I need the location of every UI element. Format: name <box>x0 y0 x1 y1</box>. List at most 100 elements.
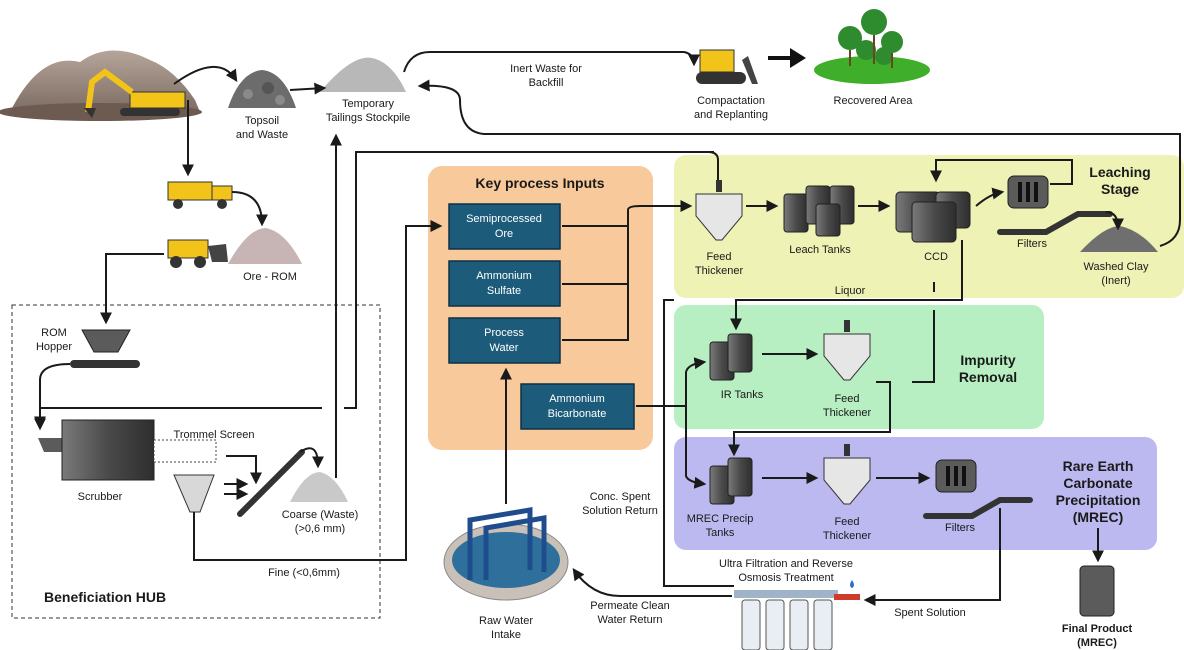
permeate-return-arrow <box>572 568 732 597</box>
thickener-to-mrec-arrow <box>728 381 891 457</box>
leach-filters-label: Filters <box>1017 238 1047 250</box>
spent-solution-arrow <box>863 508 1001 606</box>
filters-return-arrow <box>930 159 1073 185</box>
ccd-to-ir-arrow <box>730 240 963 331</box>
coarse-label: Coarse (Waste)(>0,6 mm) <box>282 509 359 535</box>
leach-tanks-label: Leach Tanks <box>789 244 851 256</box>
bicarb-to-mrec-arrow <box>685 406 707 489</box>
feed-thickener-ir-icon <box>823 320 871 381</box>
hopper-to-scrubber-arrow <box>34 363 71 431</box>
rom-pile-icon <box>228 228 302 264</box>
to-recovered-arrow <box>768 48 806 68</box>
washed-clay-pile-icon <box>1080 226 1158 252</box>
mrec-tanks-icon <box>709 457 753 505</box>
leach-filters-conveyor-icon <box>997 211 1113 235</box>
feed-thickener-mrec-icon <box>823 444 871 505</box>
mine-to-topsoil-arrow <box>173 65 238 85</box>
beneficiation-hub-frame <box>11 304 381 619</box>
ccd-icon <box>895 191 971 243</box>
conc-spent-return-arrow <box>663 398 734 587</box>
dump-truck-icon <box>167 181 233 209</box>
flow-arrows <box>34 51 1181 606</box>
ccd-label: CCD <box>924 251 948 263</box>
washed-clay-label: Washed Clay(Inert) <box>1083 261 1149 287</box>
trommel-label: Trommel Screen <box>174 429 255 441</box>
coarse-pile-icon <box>290 472 348 502</box>
liquor-label: Liquor <box>835 285 866 297</box>
ro-filtration-unit-icon <box>734 580 860 650</box>
trommel-screen-icon <box>153 439 217 463</box>
key-inputs-title: Key process Inputs <box>475 175 604 191</box>
leach-tanks-icon <box>783 185 855 237</box>
cyclone-icon <box>173 474 215 513</box>
excavator-icon <box>84 68 186 118</box>
ir-feed-return-arrow <box>912 310 935 383</box>
conveyor-to-coarse-arrow <box>299 447 324 469</box>
mrec-filters-label: Filters <box>945 522 975 534</box>
clay-to-stockpile-arrow <box>417 79 1181 247</box>
final-product-label: Final Product(MREC) <box>1062 623 1133 649</box>
rom-hopper-icon <box>70 329 140 368</box>
truck-to-loader-arrow <box>231 191 268 227</box>
liquor-return-arrow <box>663 299 674 406</box>
feed-thickener-leach-icon <box>695 180 743 241</box>
topsoil-pile-icon <box>228 70 296 108</box>
recovered-area-icon <box>814 9 930 84</box>
feed-up-arrow <box>707 151 719 180</box>
ccd-to-filters-arrow <box>975 187 1005 207</box>
trommel-to-conveyor-arrow <box>226 455 262 485</box>
fine-to-ore-arrow <box>193 220 443 561</box>
beneficiation-hub-title: Beneficiation HUB <box>44 589 166 605</box>
tailings-stockpile-icon <box>320 57 406 92</box>
rom-label: Ore - ROM <box>243 271 297 283</box>
bicarb-to-ir-arrow <box>636 357 707 407</box>
filters-to-clay-arrow <box>1105 211 1124 231</box>
loader-to-hopper-arrow <box>100 253 164 325</box>
scrubber-icon <box>38 419 155 481</box>
water-merge-arrow <box>562 284 629 341</box>
ore-to-thickener-arrow <box>562 200 693 227</box>
hub-to-key-inputs-arrow <box>344 151 714 409</box>
topsoil-to-stockpile-arrow <box>289 82 327 95</box>
spent-solution-label: Spent Solution <box>894 607 966 619</box>
final-product-drum-icon <box>1079 565 1115 617</box>
bulldozer-icon <box>696 49 758 84</box>
mrec-filter-press-icon <box>935 459 977 493</box>
mrec-precipitation-panel <box>674 437 1157 550</box>
ir-tanks-label: IR Tanks <box>721 389 764 401</box>
wheel-loader-icon <box>167 239 228 268</box>
leach-filter-press-icon <box>1007 175 1049 209</box>
raw-water-intake-icon <box>443 507 569 601</box>
stockpile-to-bulldozer-arrow <box>403 51 700 73</box>
ir-tanks-icon <box>709 333 753 381</box>
fine-label: Fine (<0,6mm) <box>268 567 340 579</box>
mrec-filters-conveyor-icon <box>923 497 1033 519</box>
recovered-area-label: Recovered Area <box>834 95 914 107</box>
scrubber-label: Scrubber <box>78 491 123 503</box>
